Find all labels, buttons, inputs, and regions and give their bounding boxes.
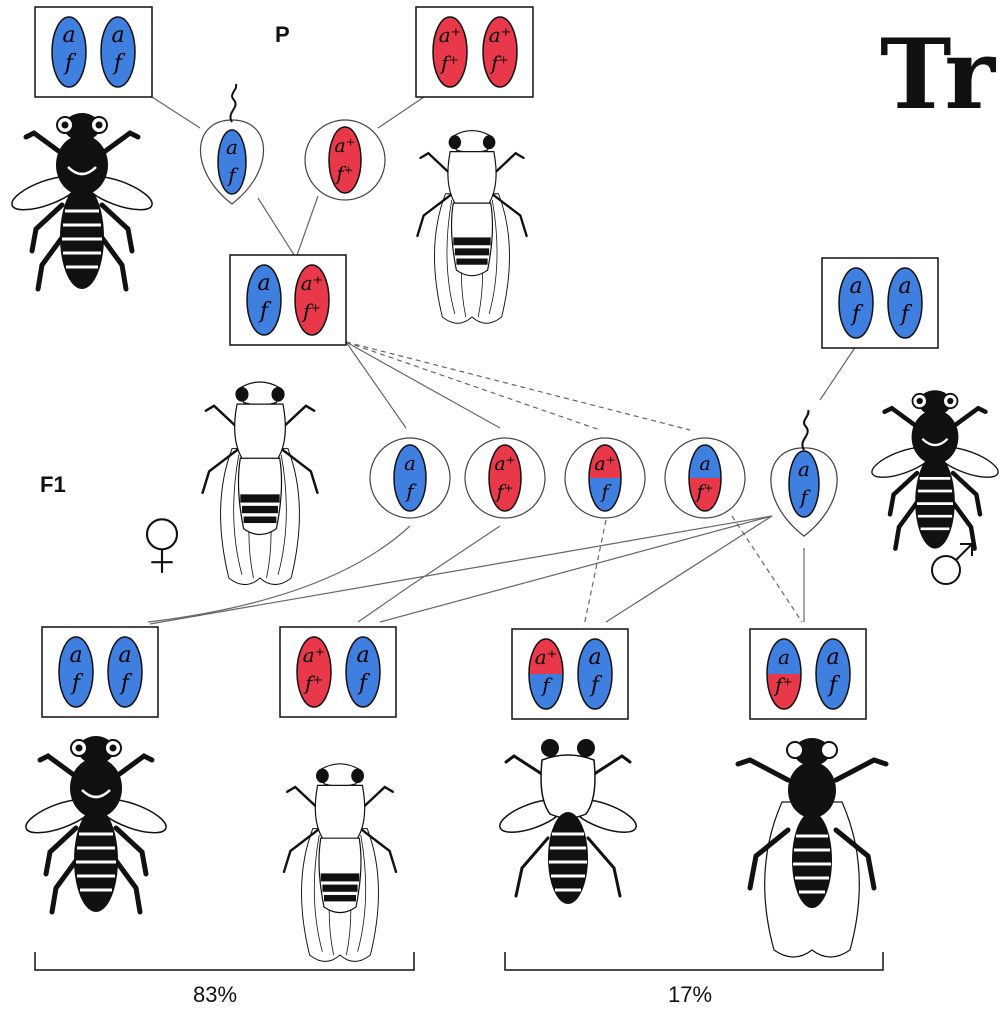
parental-percent: 83%: [193, 982, 237, 1007]
allele-label: f⁺: [334, 163, 353, 185]
p-wildtype-genotype-box: a⁺ f⁺ a⁺ f⁺: [416, 7, 533, 97]
allele-label: a: [118, 643, 131, 668]
allele-label: a: [826, 645, 839, 670]
female-symbol-icon: [147, 519, 177, 573]
offspring-genotype-box: a f a f: [42, 627, 158, 717]
sperm-icon: a f: [771, 410, 837, 536]
allele-label: f⁺: [303, 671, 323, 695]
allele-label: a⁺: [439, 23, 461, 47]
p-label: P: [275, 22, 290, 47]
fly-black-icon: [22, 736, 170, 912]
allele-label: a: [257, 271, 270, 296]
allele-label: a: [69, 643, 82, 668]
allele-label: a: [356, 643, 369, 668]
egg-icon: a f: [370, 438, 450, 518]
allele-label: f⁺: [301, 299, 321, 323]
allele-label: a⁺: [535, 645, 557, 669]
allele-label: a: [798, 457, 810, 481]
male-symbol-icon: [932, 544, 972, 584]
recombinant-percent: 17%: [668, 982, 712, 1007]
egg-icon: a⁺ f⁺: [465, 438, 545, 518]
allele-label: f⁺: [439, 51, 459, 75]
egg-icon: a⁺ f⁺: [305, 120, 385, 200]
allele-label: a: [226, 135, 238, 159]
allele-label: a⁺: [494, 453, 515, 475]
allele-label: f⁺: [773, 673, 793, 697]
allele-label: a⁺: [303, 643, 325, 667]
allele-label: a: [111, 23, 124, 48]
allele-label: a: [699, 453, 710, 475]
f1-label: F1: [40, 472, 66, 497]
allele-label: a: [898, 274, 911, 299]
allele-label: a⁺: [301, 271, 323, 295]
fly-white-icon: [417, 131, 526, 324]
offspring-genotype-box: a f⁺ a f: [750, 629, 866, 719]
p-mutant-genotype-box: a f a f: [35, 7, 152, 97]
fly-white-icon: [203, 382, 318, 585]
allele-label: f⁺: [489, 51, 509, 75]
allele-label: a⁺: [594, 453, 615, 475]
sperm-icon: a f: [200, 84, 263, 204]
fly-white-icon: [284, 764, 396, 962]
allele-label: a⁺: [489, 23, 511, 47]
fly-black-icon: [8, 113, 156, 289]
offspring-genotype-box: a⁺ f a f: [512, 629, 628, 719]
allele-label: a: [849, 274, 862, 299]
title: Tr: [880, 18, 996, 131]
allele-label: a: [588, 645, 601, 670]
offspring-genotype-box: a⁺ f⁺ a f: [280, 627, 396, 717]
allele-label: a: [62, 23, 75, 48]
fly-recombinant-icon: [738, 738, 886, 957]
allele-label: a: [404, 451, 416, 475]
allele-label: f⁺: [694, 481, 713, 503]
fly-recombinant-icon: [496, 739, 640, 904]
allele-label: a⁺: [334, 135, 355, 157]
allele-label: a: [778, 645, 790, 669]
allele-label: f⁺: [494, 481, 513, 503]
f1-male-genotype-box: a f a f: [822, 258, 938, 348]
egg-icon: a⁺ f: [565, 438, 645, 518]
fly-black-icon: [868, 390, 1001, 548]
egg-icon: a f⁺: [665, 438, 745, 518]
f1-female-genotype-box: a f a⁺ f⁺: [230, 255, 346, 345]
